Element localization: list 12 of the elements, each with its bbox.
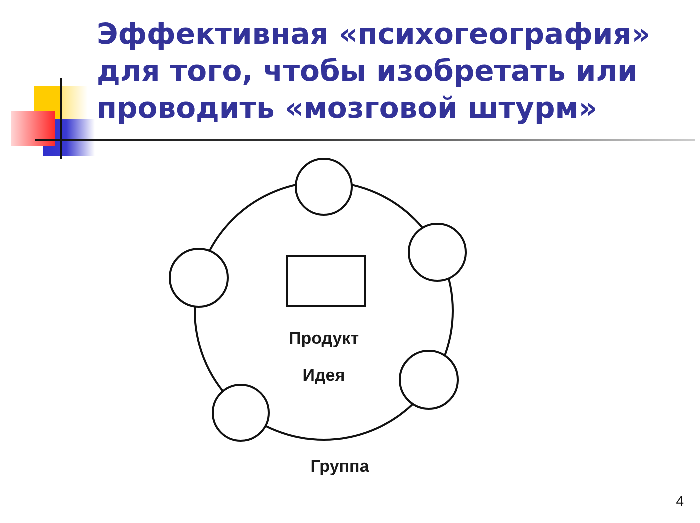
- rectangle-caption: Идея: [302, 365, 346, 387]
- small-circle: [408, 223, 467, 282]
- small-circle: [169, 248, 229, 308]
- rectangle-caption: Продукт: [288, 328, 360, 350]
- small-circle: [212, 384, 270, 442]
- small-circle: [295, 158, 353, 216]
- rectangle: [286, 255, 366, 307]
- circle-caption: Группа: [310, 456, 370, 478]
- large-circle: [194, 181, 454, 441]
- small-circle: [399, 350, 459, 410]
- slide-title: Эффективная «психогеография» для того, чтобы изобретать или проводить «мозговой штурм»: [97, 16, 652, 127]
- page-number: 4: [676, 493, 684, 509]
